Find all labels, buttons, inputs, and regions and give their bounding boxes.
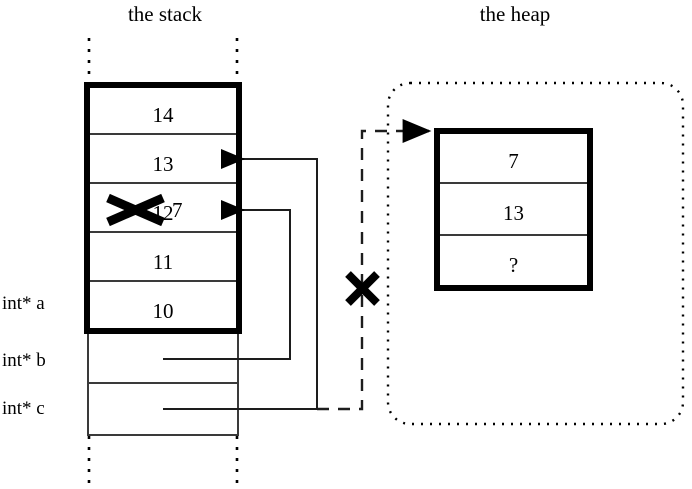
stack-cell-value-4: 10: [152, 299, 174, 323]
heap-cell-value-0: 7: [508, 149, 519, 173]
variable-label-a: int* a: [2, 293, 45, 314]
stack-block-outline: [84, 82, 242, 334]
stack-main-block: [84, 82, 242, 334]
variable-label-b: int* b: [2, 350, 46, 371]
variable-label-c: int* c: [2, 398, 45, 419]
heap-region-boundary: [386, 81, 685, 426]
heap-cell-value-2: ?: [508, 253, 519, 277]
heap-block-outline: [434, 128, 593, 291]
pointer-b-arrow: [163, 200, 291, 360]
stack-cell-value-0: 14: [152, 103, 174, 127]
stack-cell-value-3: 11: [152, 250, 174, 274]
pointer-c-heap-arrow-invalidated: [317, 119, 432, 411]
stack-cell-b: [87, 330, 239, 384]
pointer-c-arrow: [163, 149, 318, 410]
stack-cell-value-2-struck: 12: [152, 201, 174, 225]
stack-dotted-rails-top: [87, 38, 239, 85]
heap-block: [434, 128, 593, 291]
stack-variable-cells: [87, 330, 239, 436]
cross-out-stack-value-icon: [106, 193, 165, 227]
heap-cell-value-1: 13: [503, 201, 524, 225]
stack-dotted-rails-bottom: [87, 436, 239, 489]
stack-cell-value-1: 13: [152, 152, 174, 176]
stack-cell-replacement-value-2: 7: [172, 198, 183, 222]
stack-title: the stack: [127, 2, 203, 26]
cross-out-heap-pointer-icon: [345, 271, 380, 306]
heap-title: the heap: [479, 2, 551, 26]
